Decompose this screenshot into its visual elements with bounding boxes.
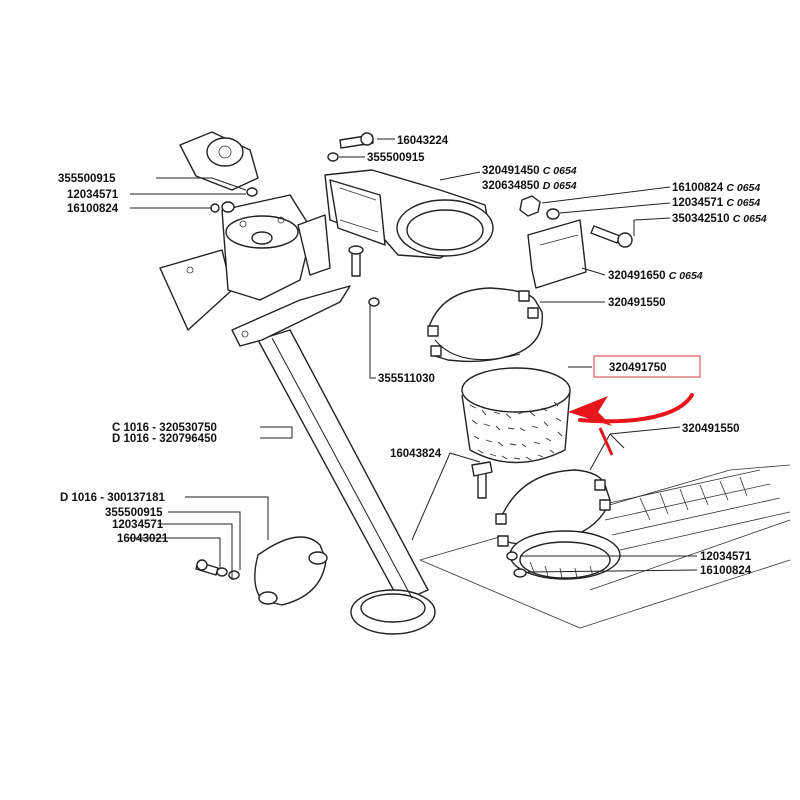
label-320491650: 320491650 C 0654 [608,270,703,282]
label-12034571-br: 12034571 [700,551,752,563]
label-320634850: 320634850 D 0654 [482,180,577,192]
nut-washer-left [210,187,258,213]
heat-shield-320491650 [527,219,587,289]
label-320491550-bottom: 320491550 [682,423,740,435]
washer-12034571-br [506,551,518,561]
label-16100824-left: 16100824 [67,203,119,215]
mesh-sleeve-320491750 [461,367,571,464]
floor-collar [506,530,621,580]
leader-lines [128,138,698,580]
pipe-head-bracket [159,194,351,347]
label-355500915-bl: 355500915 [105,507,163,519]
top-cap [179,131,259,191]
label-355500915-top: 355500915 [367,152,425,164]
label-12034571-right: 12034571 C 0654 [672,197,760,209]
label-12034571-left: 12034571 [67,189,119,201]
bolt-350342510 [590,225,633,248]
label-16043021: 16043021 [117,533,169,545]
highlight-box [593,355,701,378]
label-16100824-br: 16100824 [700,565,752,577]
exhaust-pipe [257,329,436,635]
nut-16100824-br [513,568,527,578]
label-16043824: 16043824 [390,448,442,460]
label-355511030: 355511030 [378,373,435,385]
floor-panel [419,464,791,629]
label-300137181: D 1016 - 300137181 [60,492,165,504]
label-320491550-top: 320491550 [608,297,666,309]
washer-12034571-bl [216,567,228,577]
nut-16100824 [519,195,541,217]
stud-bolt-center [348,245,364,277]
label-16100824-right: 16100824 C 0654 [672,182,760,194]
bolt-16043824 [471,461,493,499]
bolt-16043224 [339,132,374,149]
part-labels: 16043224 355500915 320491450 C 0654 3206… [58,135,767,577]
label-320491450: 320491450 C 0654 [482,165,577,177]
red-arrow-indicator [568,393,694,456]
clamp-upper [427,287,544,363]
label-350342510: 350342510 C 0654 [672,213,767,225]
washer-355511030 [368,297,380,307]
label-320796450: D 1016 - 320796450 [112,433,217,445]
elbow-outlet [324,169,494,259]
label-355500915-left: 355500915 [58,173,116,185]
label-12034571-bl: 12034571 [112,519,164,531]
washer-12034571-right [546,208,560,220]
label-16043224: 16043224 [397,135,449,147]
washer-355500915-top [327,152,339,162]
label-320491750: 320491750 [609,362,667,374]
label-320530750: C 1016 - 320530750 [112,422,217,434]
inspection-cover-300137181 [254,536,328,606]
bolt-16043021 [195,559,219,576]
washer-355500915-bl [228,570,240,580]
